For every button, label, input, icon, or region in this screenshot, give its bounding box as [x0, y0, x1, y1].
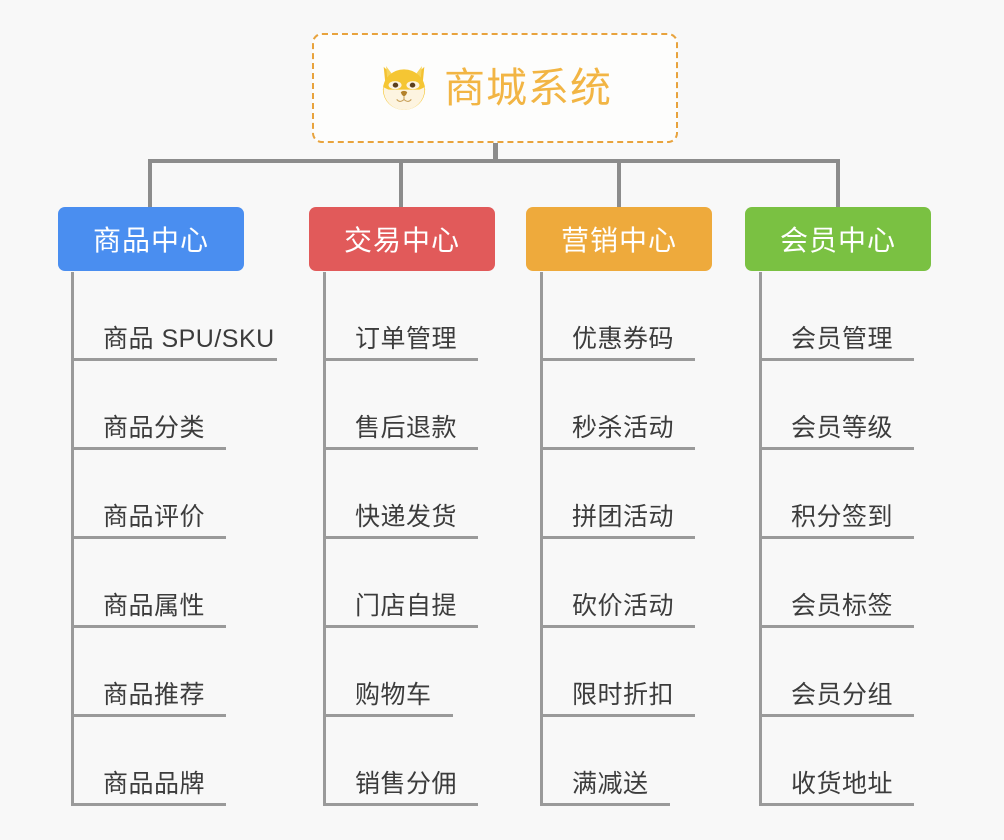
- leaf-item[interactable]: 满减送: [540, 717, 670, 806]
- leaf-item[interactable]: 销售分佣: [323, 717, 478, 806]
- leaf-label: 限时折扣: [572, 681, 675, 710]
- leaf-item[interactable]: 商品分类: [71, 361, 226, 450]
- leaf-label: 快递发货: [355, 503, 458, 532]
- leaf-item[interactable]: 订单管理: [323, 272, 478, 361]
- leaf-item[interactable]: 限时折扣: [540, 628, 695, 717]
- category-label: 会员中心: [779, 225, 896, 256]
- leaf-label: 商品 SPU/SKU: [103, 325, 275, 354]
- category-label: 营销中心: [560, 225, 677, 256]
- category-box-1[interactable]: 商品中心: [58, 207, 244, 271]
- connector-drop-3: [617, 159, 621, 209]
- leaf-item[interactable]: 商品评价: [71, 450, 226, 539]
- connector-drop-2: [399, 159, 403, 209]
- leaf-item[interactable]: 商品 SPU/SKU: [71, 272, 277, 361]
- leaf-label: 拼团活动: [572, 503, 675, 532]
- column-spine: [540, 272, 543, 806]
- leaf-label: 商品分类: [103, 414, 206, 443]
- category-label: 商品中心: [92, 225, 209, 256]
- leaf-item[interactable]: 会员管理: [759, 272, 914, 361]
- shiba-dog-face-icon: [382, 66, 426, 110]
- leaf-item[interactable]: 收货地址: [759, 717, 914, 806]
- leaf-label: 积分签到: [791, 503, 894, 532]
- leaf-label: 优惠券码: [572, 325, 675, 354]
- leaf-label: 购物车: [355, 681, 432, 710]
- leaf-item[interactable]: 快递发货: [323, 450, 478, 539]
- connector-drop-4: [836, 159, 840, 209]
- leaf-item[interactable]: 拼团活动: [540, 450, 695, 539]
- leaf-label: 商品属性: [103, 592, 206, 621]
- leaf-item[interactable]: 积分签到: [759, 450, 914, 539]
- leaf-item[interactable]: 购物车: [323, 628, 453, 717]
- leaf-label: 会员标签: [791, 592, 894, 621]
- leaf-label: 门店自提: [355, 592, 458, 621]
- leaf-label: 会员分组: [791, 681, 894, 710]
- leaf-label: 秒杀活动: [572, 414, 675, 443]
- leaf-item[interactable]: 商品品牌: [71, 717, 226, 806]
- leaf-item[interactable]: 门店自提: [323, 539, 478, 628]
- leaf-item[interactable]: 会员等级: [759, 361, 914, 450]
- leaf-label: 销售分佣: [355, 770, 458, 799]
- leaf-label: 商品品牌: [103, 770, 206, 799]
- leaf-label: 收货地址: [791, 770, 894, 799]
- leaf-label: 满减送: [572, 770, 649, 799]
- category-box-4[interactable]: 会员中心: [745, 207, 931, 271]
- leaf-item[interactable]: 售后退款: [323, 361, 478, 450]
- leaf-item[interactable]: 秒杀活动: [540, 361, 695, 450]
- leaf-label: 砍价活动: [572, 592, 675, 621]
- leaf-label: 商品评价: [103, 503, 206, 532]
- leaf-label: 会员等级: [791, 414, 894, 443]
- leaf-label: 售后退款: [355, 414, 458, 443]
- category-label: 交易中心: [343, 225, 460, 256]
- leaf-label: 会员管理: [791, 325, 894, 354]
- leaf-item[interactable]: 会员分组: [759, 628, 914, 717]
- column-spine: [71, 272, 74, 806]
- leaf-label: 商品推荐: [103, 681, 206, 710]
- root-title: 商城系统: [444, 64, 612, 111]
- connector-drop-1: [148, 159, 152, 209]
- leaf-label: 订单管理: [355, 325, 458, 354]
- connector-bus: [150, 159, 840, 163]
- column-spine: [759, 272, 762, 806]
- leaf-item[interactable]: 会员标签: [759, 539, 914, 628]
- connector-trunk: [493, 143, 498, 163]
- column-spine: [323, 272, 326, 806]
- leaf-item[interactable]: 商品属性: [71, 539, 226, 628]
- category-box-3[interactable]: 营销中心: [526, 207, 712, 271]
- leaf-item[interactable]: 商品推荐: [71, 628, 226, 717]
- category-box-2[interactable]: 交易中心: [309, 207, 495, 271]
- leaf-item[interactable]: 优惠券码: [540, 272, 695, 361]
- root-node[interactable]: 商城系统: [312, 33, 678, 143]
- leaf-item[interactable]: 砍价活动: [540, 539, 695, 628]
